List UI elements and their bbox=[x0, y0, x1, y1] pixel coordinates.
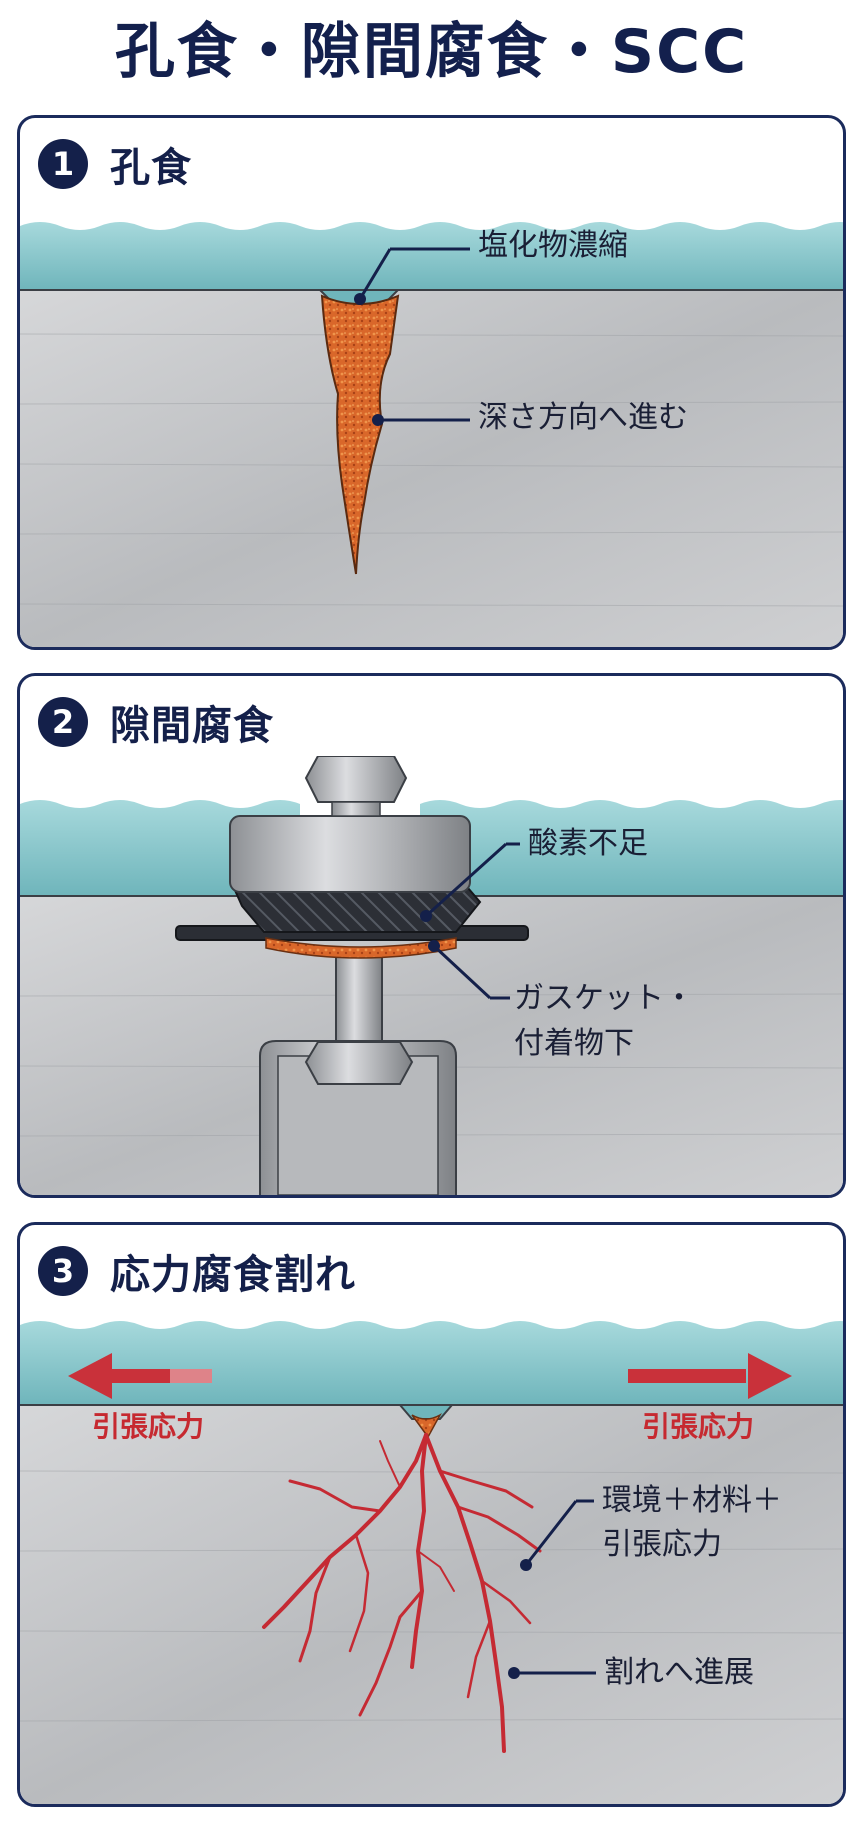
metal-block bbox=[20, 1405, 843, 1804]
number-badge-1: 1 bbox=[38, 139, 88, 189]
panel-3-header: 3 応力腐食割れ bbox=[38, 1241, 356, 1301]
leader-conditions bbox=[524, 1499, 594, 1566]
pit-rust bbox=[320, 294, 400, 575]
leader-chloride bbox=[358, 247, 470, 300]
pitting-illustration bbox=[20, 204, 843, 647]
panel-1-header: 1 孔食 bbox=[38, 134, 192, 194]
tensile-arrow-left bbox=[68, 1353, 212, 1399]
main-title: 孔食・隙間腐食・SCC bbox=[114, 17, 749, 87]
callout-conditions-line1: 環境＋材料＋ bbox=[602, 1483, 782, 1518]
gasket bbox=[232, 887, 482, 933]
upper-nut bbox=[304, 756, 408, 803]
panel-3-title: 応力腐食割れ bbox=[110, 1252, 356, 1298]
callout-crack-growth: 割れへ進展 bbox=[604, 1655, 754, 1690]
tensile-stress-left-label: 引張応力 bbox=[92, 1410, 205, 1443]
tensile-stress-right-label: 引張応力 bbox=[642, 1410, 755, 1443]
metal-block bbox=[20, 290, 843, 647]
callout-gasket-line1: ガスケット・ bbox=[514, 981, 694, 1016]
callout-oxygen-deficiency: 酸素不足 bbox=[528, 826, 648, 861]
callout-chloride-concentration: 塩化物濃縮 bbox=[478, 228, 628, 263]
panel-2-header: 2 隙間腐食 bbox=[38, 692, 274, 752]
panel-pitting: 1 孔食 bbox=[17, 115, 846, 650]
crevice-illustration bbox=[20, 756, 843, 1195]
panel-scc: 3 応力腐食割れ bbox=[17, 1222, 846, 1807]
callout-conditions-line2: 引張応力 bbox=[602, 1527, 722, 1562]
water-layer bbox=[20, 222, 843, 290]
leader-oxygen bbox=[424, 842, 520, 918]
leader-gasket bbox=[432, 944, 510, 1000]
callout-gasket-line2: 付着物下 bbox=[514, 1026, 634, 1061]
number-badge-2: 2 bbox=[38, 697, 88, 747]
scc-illustration bbox=[20, 1311, 843, 1804]
water-layer bbox=[20, 1321, 843, 1405]
callout-depth-progress: 深さ方向へ進む bbox=[478, 400, 688, 435]
tensile-arrow-right bbox=[628, 1353, 792, 1399]
number-badge-3: 3 bbox=[38, 1246, 88, 1296]
panel-crevice: 2 隙間腐食 bbox=[17, 673, 846, 1198]
crevice-rust bbox=[265, 937, 457, 959]
panel-2-title: 隙間腐食 bbox=[110, 703, 274, 749]
stress-corrosion-cracks bbox=[262, 1433, 542, 1753]
panel-1-title: 孔食 bbox=[110, 145, 192, 191]
lower-nut bbox=[304, 1041, 414, 1085]
upper-plate bbox=[229, 815, 471, 893]
